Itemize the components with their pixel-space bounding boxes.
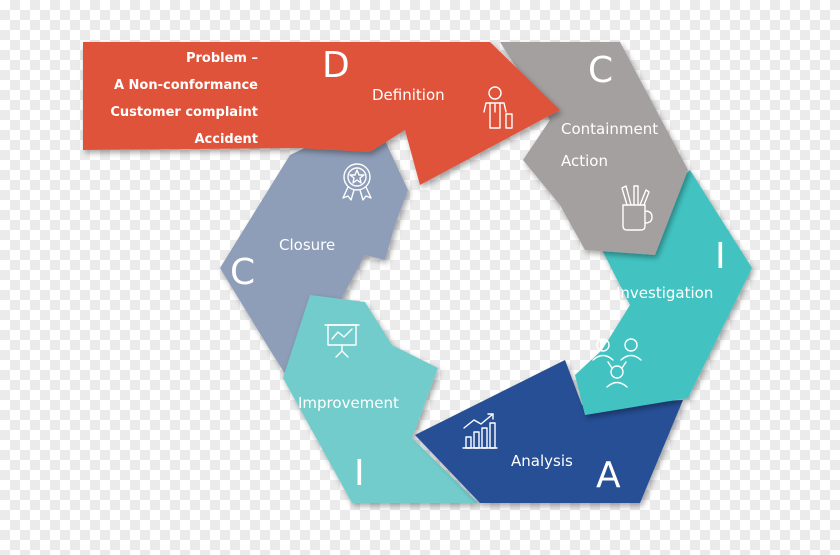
problem-heading: Problem – (186, 51, 258, 66)
analysis-label: Analysis (511, 452, 573, 470)
analysis-segment (415, 360, 683, 503)
person-presenting-icon (483, 86, 513, 129)
investigation-segment (575, 170, 752, 415)
definition-letter: D (322, 45, 350, 86)
pencil-cup-icon (621, 185, 653, 231)
investigation-label: Investigation (616, 284, 713, 302)
containment-letter: C (588, 50, 613, 91)
problem-item: Accident (194, 132, 258, 147)
problem-item: Customer complaint (110, 105, 258, 120)
award-ribbon-icon (342, 163, 372, 201)
analysis-letter: A (596, 455, 621, 496)
improvement-segment (283, 295, 478, 503)
containment-label-line2: Action (561, 152, 608, 170)
containment-label-line1: Containment (561, 120, 658, 138)
closure-letter: C (230, 252, 255, 293)
definition-label: Definition (372, 86, 445, 104)
definition-segment (83, 42, 560, 185)
problem-item: A Non-conformance (114, 78, 258, 93)
improvement-letter: I (354, 453, 365, 494)
investigation-letter: I (715, 236, 726, 277)
presentation-board-icon (324, 324, 360, 358)
closure-label: Closure (279, 236, 335, 254)
team-people-icon (592, 338, 642, 388)
bar-chart-trend-icon (462, 413, 498, 449)
improvement-label: Improvement (298, 394, 399, 412)
